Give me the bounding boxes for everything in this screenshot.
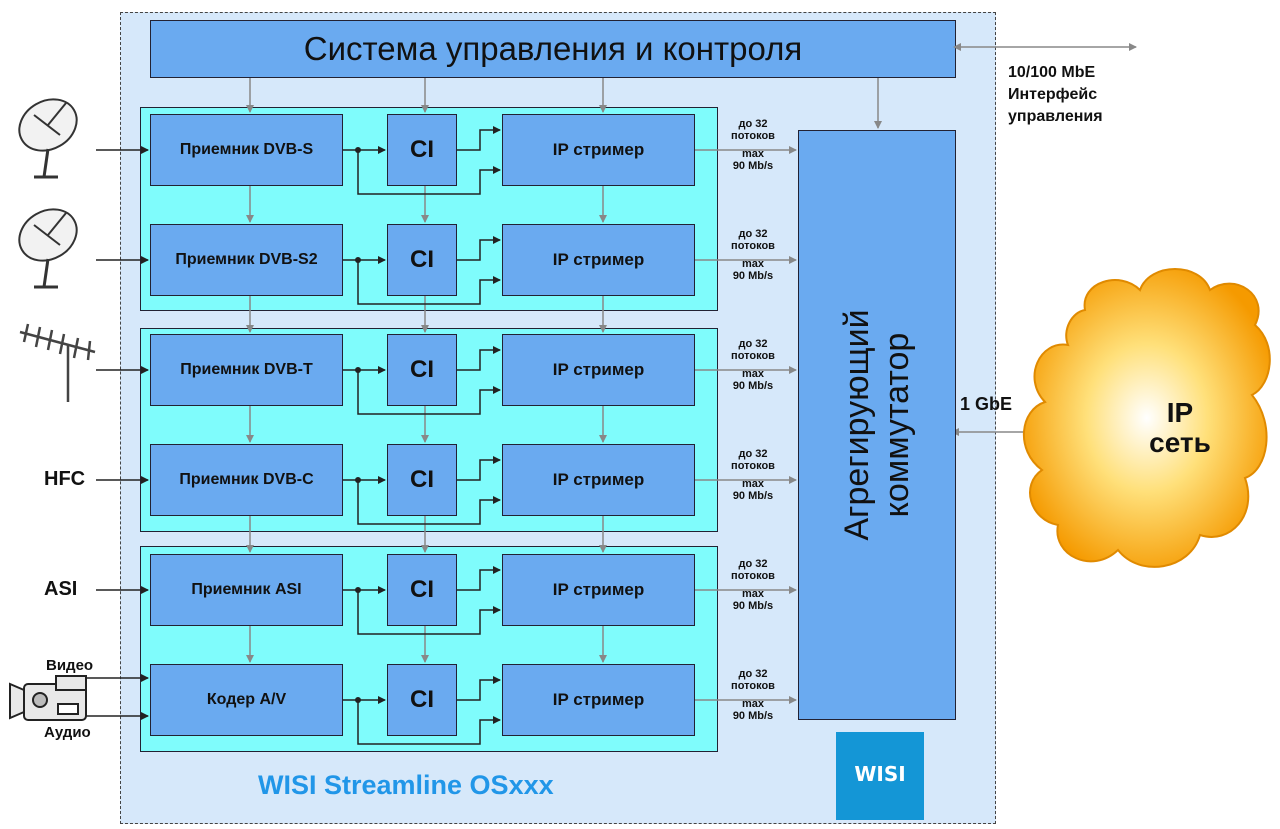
ip-network-label: IP сеть <box>1149 397 1211 458</box>
ci-label: CI <box>410 136 434 163</box>
signal-arrow <box>457 676 501 701</box>
ip-streamer-block: IP стример <box>502 114 695 186</box>
receiver-label: Приемник DVB-S <box>179 141 314 158</box>
ip-streamer-block: IP стример <box>502 664 695 736</box>
management-interface-label: 10/100 MbE Интерфейс управления <box>1008 64 1103 125</box>
ip-streamer-label: IP стример <box>552 690 645 709</box>
signal-arrow <box>457 346 501 371</box>
ip-streamer-label: IP стример <box>552 580 645 599</box>
ip-streamer-label: IP стример <box>552 140 645 159</box>
ci-label: CI <box>410 246 434 273</box>
control-system-block: Система управления и контроля <box>150 20 956 78</box>
ip-cloud <box>1022 268 1271 568</box>
wisi-logo-text: WISI <box>854 762 906 786</box>
receiver-block: Приемник ASI <box>150 554 343 626</box>
ci-block: CI <box>387 664 457 736</box>
signal-arrow <box>457 236 501 261</box>
encoder-label: Кодер A/V <box>206 691 287 708</box>
ip-streamer-block: IP стример <box>502 334 695 406</box>
brand-title: WISI Streamline OSxxx <box>258 770 554 800</box>
ci-block: CI <box>387 334 457 406</box>
hfc-input-label: HFC <box>44 468 86 490</box>
aggregation-switch-label: Агрегирующий коммутатор <box>838 309 916 541</box>
encoder-block: Кодер A/V <box>150 664 343 736</box>
bypass-arrow <box>357 700 501 745</box>
ip-streamer-block: IP стример <box>502 554 695 626</box>
ci-label: CI <box>410 466 434 493</box>
signal-arrow <box>457 126 501 151</box>
ci-label: CI <box>410 576 434 603</box>
audio-input-label: Аудио <box>44 724 91 741</box>
receiver-label: Приемник DVB-C <box>179 471 314 488</box>
ci-block: CI <box>387 114 457 186</box>
video-input-label: Видео <box>46 657 94 674</box>
ci-label: CI <box>410 356 434 383</box>
ci-block: CI <box>387 224 457 296</box>
satellite-dish-icon <box>18 208 78 289</box>
ip-streamer-block: IP стример <box>502 224 695 296</box>
ip-streamer-label: IP стример <box>552 250 645 269</box>
wisi-logo-box: WISI <box>836 732 924 820</box>
asi-input-label: ASI <box>44 578 78 600</box>
bypass-arrow <box>357 260 501 305</box>
receiver-block: Приемник DVB-S <box>150 114 343 186</box>
receiver-block: Приемник DVB-S2 <box>150 224 343 296</box>
signal-arrow <box>457 456 501 481</box>
receiver-label: Приемник DVB-T <box>180 361 313 378</box>
bypass-arrow <box>357 150 501 195</box>
receiver-block: Приемник DVB-T <box>150 334 343 406</box>
receiver-block: Приемник DVB-C <box>150 444 343 516</box>
ci-block: CI <box>387 444 457 516</box>
signal-arrow <box>457 566 501 591</box>
gbe-label: 1 GbE <box>960 394 1013 414</box>
ci-label: CI <box>410 686 434 713</box>
receiver-label: Приемник DVB-S2 <box>175 251 318 268</box>
bypass-arrow <box>357 480 501 525</box>
satellite-dish-icon <box>18 98 78 179</box>
ip-streamer-block: IP стример <box>502 444 695 516</box>
aggregation-switch-block: Агрегирующий коммутатор <box>798 130 956 720</box>
receiver-label: Приемник ASI <box>191 581 302 598</box>
terrestrial-antenna-icon <box>19 323 96 402</box>
ip-streamer-label: IP стример <box>552 470 645 489</box>
ip-streamer-label: IP стример <box>552 360 645 379</box>
ci-block: CI <box>387 554 457 626</box>
video-camera-icon <box>9 675 87 721</box>
bypass-arrow <box>357 590 501 635</box>
bypass-arrow <box>357 370 501 415</box>
control-system-label: Система управления и контроля <box>303 30 803 67</box>
